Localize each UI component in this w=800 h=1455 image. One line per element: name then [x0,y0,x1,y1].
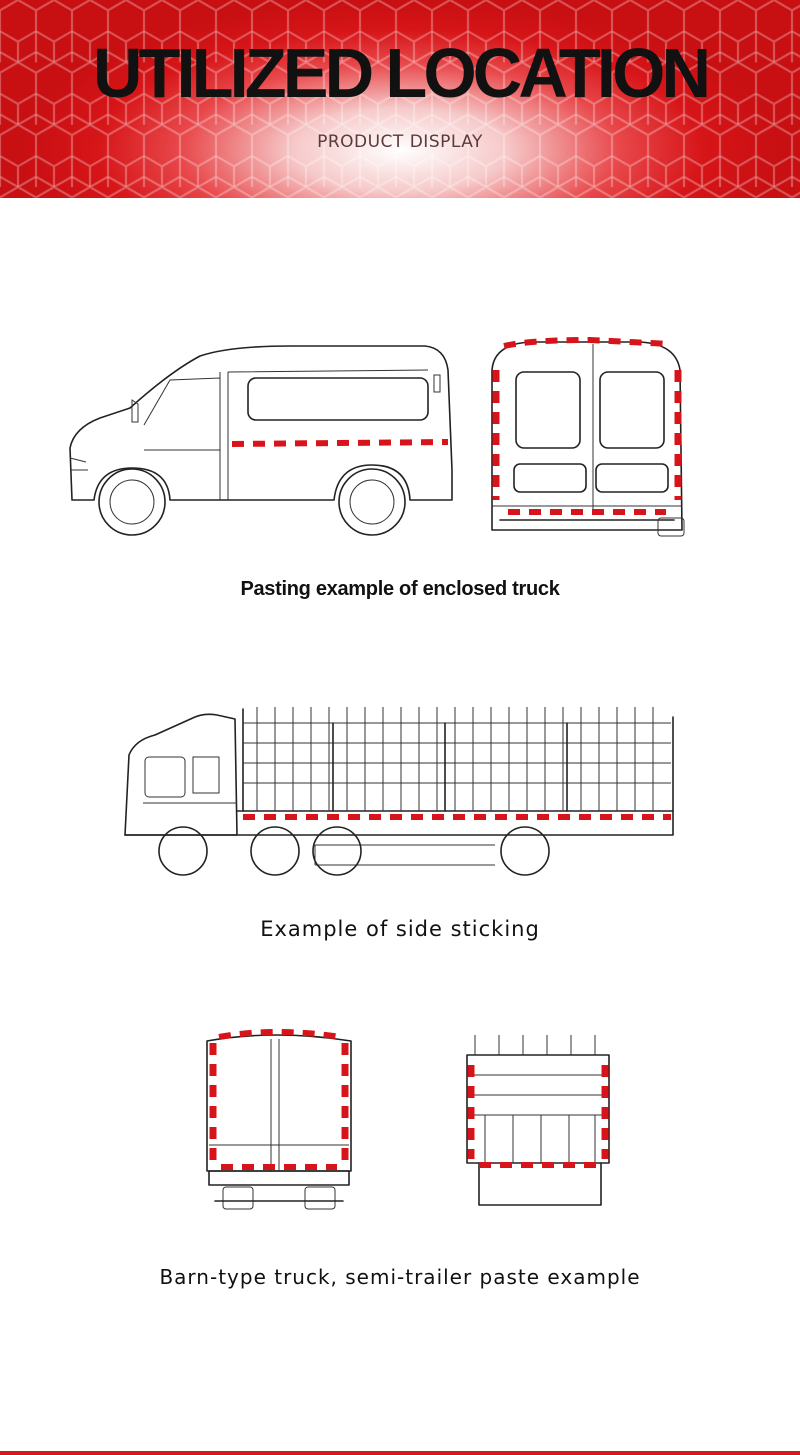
caption-enclosed-truck: Pasting example of enclosed truck [240,578,560,600]
footer-rule [0,1451,800,1455]
caption-barn-truck: Barn-type truck, semi-trailer paste exam… [159,1265,641,1289]
stake-truck-illustration [124,707,674,876]
barn-truck-semitrailer-illustration [206,1029,610,1210]
page-subtitle: PRODUCT DISPLAY [317,132,483,152]
enclosed-van-illustration [69,336,685,537]
hexagon-pattern [0,0,800,198]
caption-side-sticking: Example of side sticking [260,917,540,941]
header-banner: UTILIZED LOCATION PRODUCT DISPLAY [0,0,800,198]
page-title: UTILIZED LOCATION [92,34,711,112]
